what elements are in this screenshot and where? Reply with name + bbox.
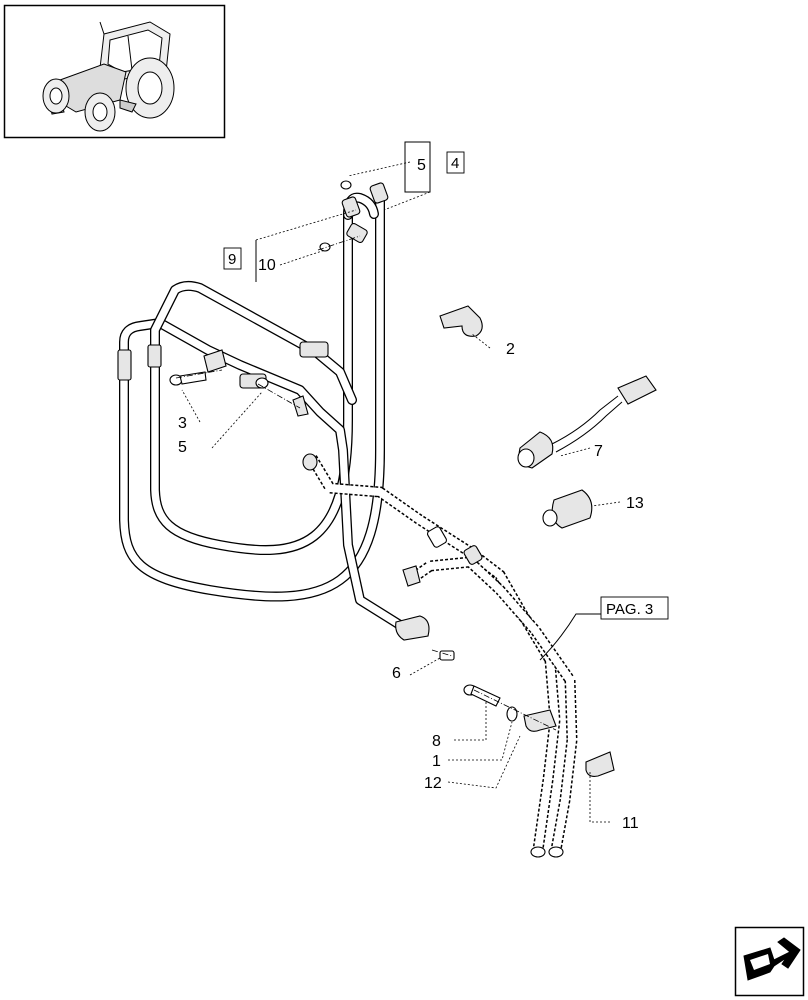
- tractor-thumbnail: [3, 4, 226, 139]
- callout-labels: 5 4 9 10 2 3 5 7 13 PAG. 3 6 8 1 12 11: [178, 151, 669, 832]
- tractor-thumbnail-icon: [42, 21, 175, 132]
- callout-5-top: 5: [417, 157, 426, 174]
- callout-7: 7: [594, 443, 603, 460]
- callout-4: 4: [451, 155, 459, 172]
- callout-13: 13: [626, 495, 644, 512]
- callout-6: 6: [392, 665, 401, 682]
- o-ring-10: [319, 242, 331, 252]
- bolt-6: [439, 650, 455, 661]
- callout-2: 2: [506, 341, 515, 358]
- pressure-switch-7: [517, 375, 657, 469]
- page-reference: PAG. 3: [606, 601, 653, 618]
- clip-2: [439, 305, 483, 337]
- next-page-arrow-icon[interactable]: [734, 926, 805, 997]
- switch-13: [542, 489, 593, 529]
- callout-5-left: 5: [178, 439, 187, 456]
- washer-1: [506, 706, 518, 722]
- callout-3: 3: [178, 415, 187, 432]
- callout-1: 1: [432, 753, 441, 770]
- callout-9: 9: [228, 251, 236, 268]
- callout-10: 10: [258, 257, 276, 274]
- leader-lines: [175, 141, 621, 823]
- clamp-11: [585, 751, 615, 777]
- callout-8: 8: [432, 733, 441, 750]
- bolt-8: [463, 684, 501, 707]
- callout-11: 11: [622, 815, 639, 832]
- hose-outer: [119, 195, 385, 602]
- o-ring-5: [340, 180, 352, 190]
- callout-12: 12: [424, 775, 442, 792]
- rigid-pipe-a: [119, 318, 423, 637]
- hydraulic-pipes: [119, 192, 578, 858]
